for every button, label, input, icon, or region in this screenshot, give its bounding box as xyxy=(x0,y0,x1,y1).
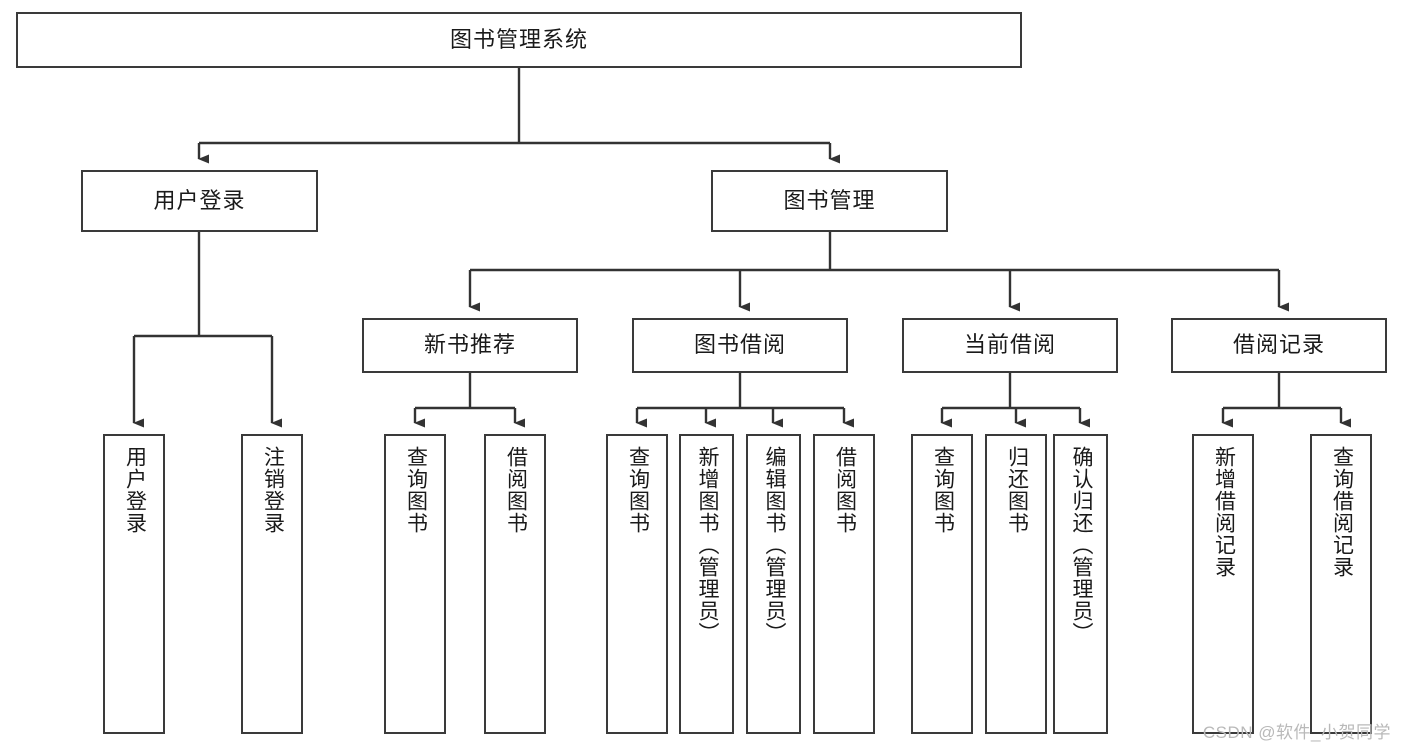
node-label: 用户登录 xyxy=(153,187,246,213)
node-current-borrow[interactable]: 当前借阅 xyxy=(902,318,1118,373)
node-leaf-return-book[interactable]: 归还图书 xyxy=(985,434,1047,734)
node-label: 当前借阅 xyxy=(963,332,1056,358)
node-book-management[interactable]: 图书管理 xyxy=(711,170,948,232)
node-label: 归还图书 xyxy=(1005,446,1029,534)
node-book-borrow[interactable]: 图书借阅 xyxy=(632,318,848,373)
node-label: 借阅图书 xyxy=(833,446,857,534)
node-leaf-logout-login[interactable]: 注销登录 xyxy=(241,434,303,734)
node-borrow-record[interactable]: 借阅记录 xyxy=(1171,318,1387,373)
node-label: 注销登录 xyxy=(261,446,285,534)
node-label: 查询图书 xyxy=(404,446,428,534)
node-label: 确认归还（管理员） xyxy=(1069,446,1093,644)
node-label: 图书管理系统 xyxy=(449,26,588,52)
node-leaf-borrow-book[interactable]: 借阅图书 xyxy=(813,434,875,734)
node-label: 查询图书 xyxy=(626,446,650,534)
node-leaf-query-book-rec[interactable]: 查询图书 xyxy=(384,434,446,734)
node-label: 编辑图书（管理员） xyxy=(762,446,786,644)
node-label: 图书借阅 xyxy=(693,332,786,358)
node-label: 用户登录 xyxy=(123,446,147,534)
node-label: 新增借阅记录 xyxy=(1212,446,1236,578)
csdn-watermark: CSDN @软件_小贺同学 xyxy=(1202,723,1391,742)
node-leaf-add-book-admin[interactable]: 新增图书（管理员） xyxy=(679,434,734,734)
node-new-book-recommend[interactable]: 新书推荐 xyxy=(362,318,578,373)
node-root-system[interactable]: 图书管理系统 xyxy=(16,12,1022,68)
node-label: 查询借阅记录 xyxy=(1330,446,1354,578)
node-leaf-query-book-current[interactable]: 查询图书 xyxy=(911,434,973,734)
node-label: 图书管理 xyxy=(783,187,876,213)
node-leaf-query-borrow-record[interactable]: 查询借阅记录 xyxy=(1310,434,1372,734)
node-leaf-confirm-return-admin[interactable]: 确认归还（管理员） xyxy=(1053,434,1108,734)
node-leaf-add-borrow-record[interactable]: 新增借阅记录 xyxy=(1192,434,1254,734)
node-leaf-user-login[interactable]: 用户登录 xyxy=(103,434,165,734)
node-leaf-borrow-book-rec[interactable]: 借阅图书 xyxy=(484,434,546,734)
node-user-login[interactable]: 用户登录 xyxy=(81,170,318,232)
node-label: 新增图书（管理员） xyxy=(695,446,719,644)
node-label: 借阅图书 xyxy=(504,446,528,534)
node-label: 借阅记录 xyxy=(1232,332,1325,358)
node-leaf-query-book-borrow[interactable]: 查询图书 xyxy=(606,434,668,734)
node-leaf-edit-book-admin[interactable]: 编辑图书（管理员） xyxy=(746,434,801,734)
node-label: 查询图书 xyxy=(931,446,955,534)
node-label: 新书推荐 xyxy=(423,332,516,358)
